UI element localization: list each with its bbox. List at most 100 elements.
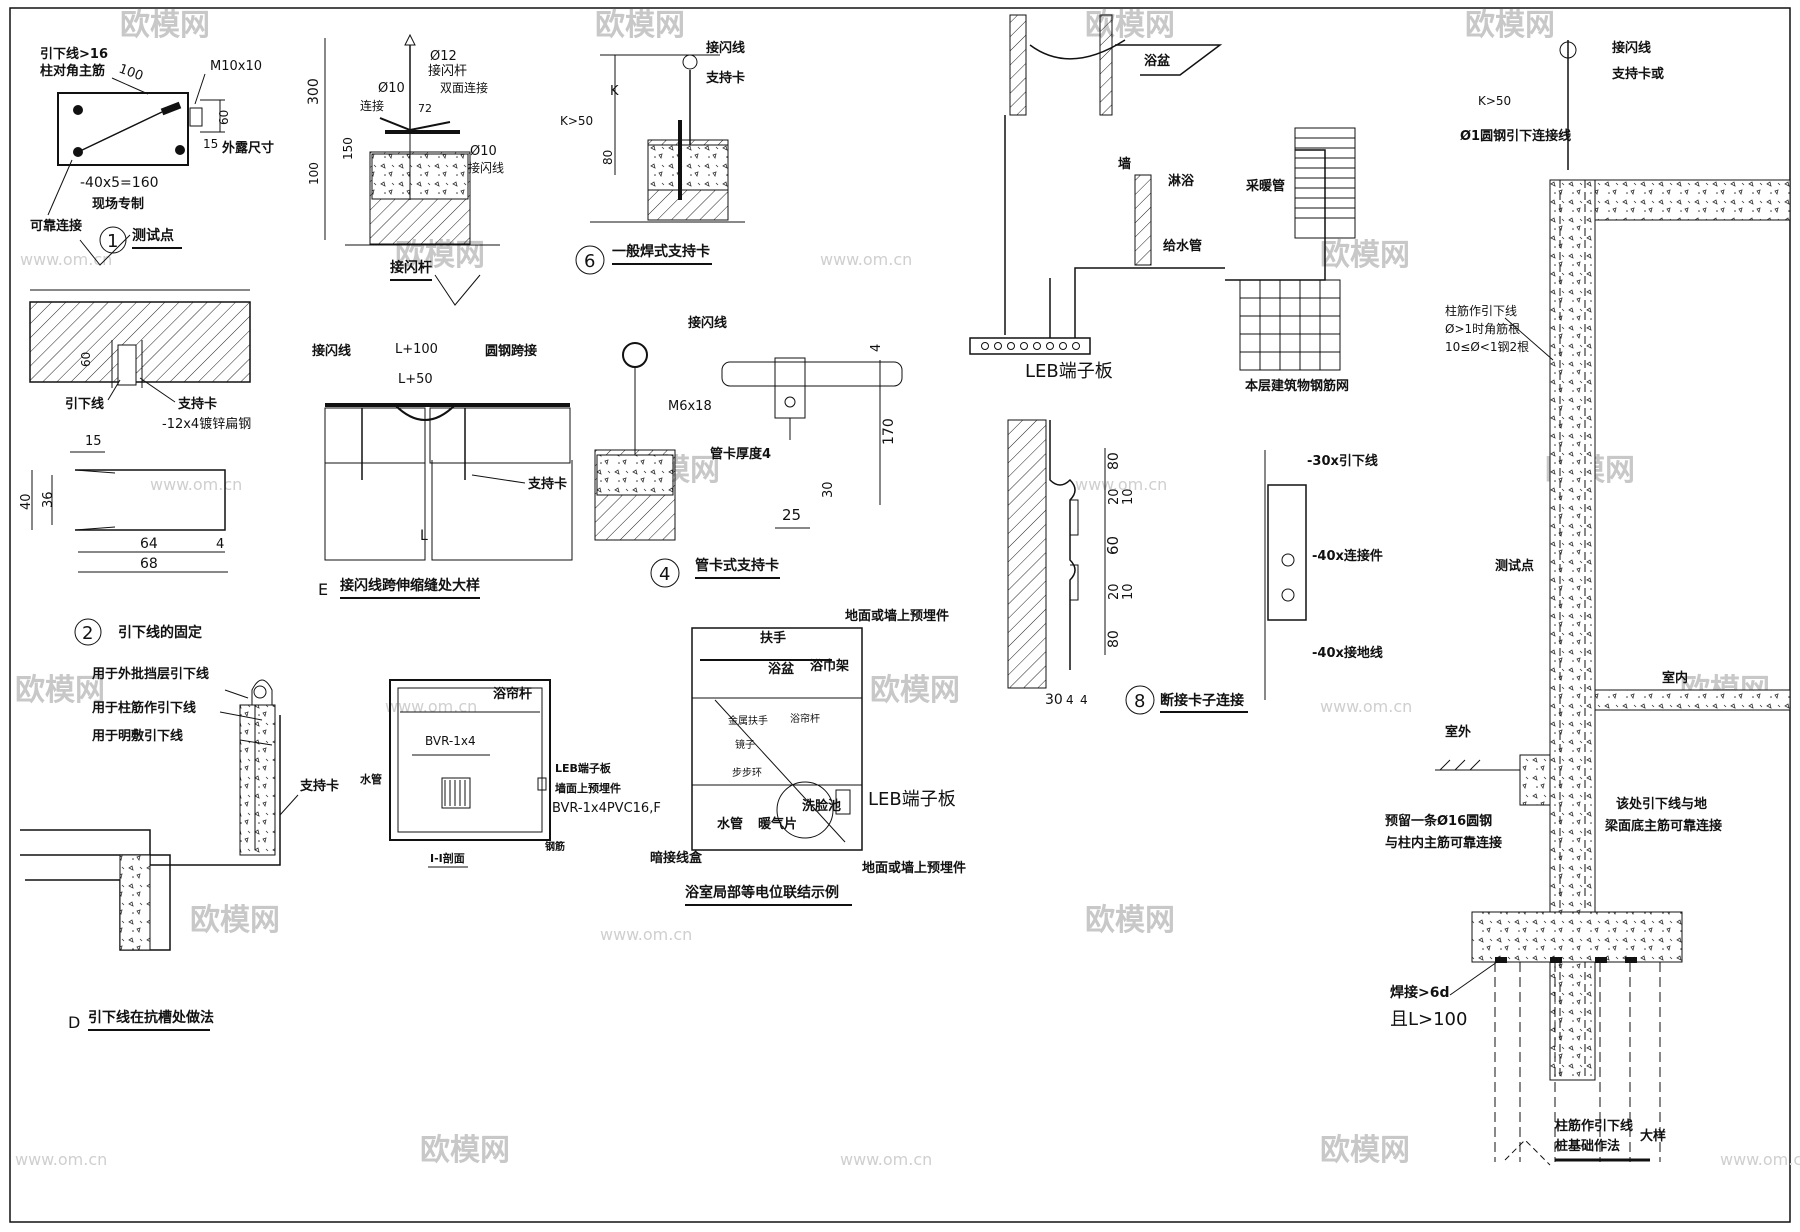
label-phi10b: Ø10 bbox=[470, 144, 497, 159]
dim-64: 64 bbox=[140, 536, 158, 552]
detail-number: 2 bbox=[82, 623, 93, 644]
dim-15: 15 bbox=[203, 137, 218, 151]
watermark-url: www.om.cn bbox=[820, 250, 912, 269]
label-wall: 墙 bbox=[1118, 156, 1131, 172]
label-pipe-thickness: 管卡厚度4 bbox=[710, 446, 771, 462]
label-clip: 支持卡 bbox=[527, 476, 567, 492]
dim-60: 60 bbox=[217, 110, 231, 125]
watermark-url: www.om.cn bbox=[1075, 475, 1167, 494]
detail-title: 测试点 bbox=[132, 227, 174, 244]
detail-column-foundation: 接闪线 支持卡或 K>50 Ø1圆钢引下连接线 柱筋作引下线 Ø>1时角筋根 1… bbox=[1385, 40, 1791, 1166]
detail-leb-overview: 浴盆 墙 淋浴 给水管 采暖管 LEB端子板 本层建筑物钢筋网 bbox=[969, 14, 1356, 394]
watermark: 欧模网 bbox=[1465, 8, 1555, 43]
watermark-url: www.om.cn bbox=[385, 697, 477, 716]
watermark-url: www.om.cn bbox=[1320, 697, 1412, 716]
label-beam-2: 梁面底主筋可靠连接 bbox=[1604, 818, 1722, 834]
dim-k50: K>50 bbox=[1478, 94, 1511, 108]
svg-text:欧模网: 欧模网 bbox=[1085, 903, 1175, 938]
label-detail-1: 柱筋作引下线 bbox=[1555, 1118, 1633, 1134]
label-clip: 支持卡 bbox=[705, 70, 745, 86]
dim-30: 30 bbox=[821, 481, 836, 498]
svg-text:欧模网: 欧模网 bbox=[595, 8, 685, 43]
watermark-url: www.om.cn bbox=[150, 475, 242, 494]
dim-4: 4 bbox=[216, 537, 224, 552]
label-air-term: 接闪线 bbox=[688, 315, 727, 331]
dim-4a: 4 bbox=[1066, 693, 1074, 707]
dim-4b: 4 bbox=[1080, 693, 1088, 707]
detail-letter: D bbox=[68, 1013, 80, 1032]
label-bvr: BVR-1x4 bbox=[425, 734, 476, 748]
detail-pipe-clip: M6x18 接闪线 管卡厚度4 170 4 30 25 4 管卡式支持卡 bbox=[594, 315, 903, 588]
label-flat-bar: -40x5=160 bbox=[80, 175, 159, 191]
label-detail-3: 大样 bbox=[1640, 1128, 1666, 1144]
watermark-url: www.om.cn bbox=[600, 925, 692, 944]
detail-expansion-joint: 接闪线 圆钢跨接 L+100 L+50 支持卡 L E 接闪线跨伸缩缝处大样 bbox=[312, 342, 573, 599]
label-phi12: Ø12 bbox=[430, 49, 457, 64]
label-lead-30: -30x引下线 bbox=[1307, 453, 1378, 469]
label-towel-rack: 浴巾架 bbox=[810, 658, 849, 674]
label-use-2: 用于柱筋作引下线 bbox=[91, 700, 196, 716]
dim-36: 36 bbox=[41, 491, 56, 508]
detail-test-point: 引下线>16 柱对角主筋 100 M10x10 60 15 外露尺寸 -40x5… bbox=[30, 46, 274, 266]
label-leb-board: LEB端子板 bbox=[868, 789, 956, 810]
detail-weld-clip: 接闪线 支持卡 K K>50 80 6 一般焊式支持卡 bbox=[560, 40, 745, 275]
watermark: 欧模网 bbox=[190, 903, 280, 938]
label-test-point: 测试点 bbox=[1495, 558, 1534, 574]
label-air-term: 接闪线 bbox=[1612, 40, 1651, 56]
label-basin: 浴盆 bbox=[1144, 53, 1171, 69]
detail-title: 断接卡子连接 bbox=[1160, 692, 1244, 709]
watermark-url: www.om.cn bbox=[840, 1150, 932, 1169]
detail-number: 1 bbox=[107, 231, 118, 252]
detail-bathroom-bonding: 地面或墙上预埋件 扶手 浴盆 浴巾架 浴帘杆 金属扶手 镜子 步步环 水管 暖气… bbox=[650, 608, 966, 906]
label-weld: 连接 bbox=[360, 98, 384, 113]
label-top-embedded: 地面或墙上预埋件 bbox=[845, 608, 949, 624]
detail-number-circle bbox=[99, 226, 127, 254]
dim-10b: 10 bbox=[1121, 583, 1136, 600]
watermark: 欧模网 bbox=[15, 673, 105, 708]
dim-20: 20 bbox=[1107, 488, 1122, 505]
label-double-weld: 双面连接 bbox=[440, 80, 488, 95]
label-detail-2: 桩基础作法 bbox=[1555, 1138, 1620, 1154]
label-reliable-connection: 可靠连接 bbox=[30, 218, 82, 234]
detail-title: I-I剖面 bbox=[430, 851, 465, 865]
watermark-url: www.om.cn bbox=[1720, 1150, 1800, 1169]
label-curtain-rod: 浴帘杆 bbox=[493, 686, 532, 702]
label-clip: 支持卡 bbox=[177, 396, 217, 412]
watermark-url: www.om.cn bbox=[15, 1150, 107, 1169]
dim-80a: 80 bbox=[1106, 452, 1122, 470]
label-lead-16: 引下线>16 bbox=[40, 46, 108, 62]
label-curtain: 浴帘杆 bbox=[790, 712, 820, 725]
label-bolt: M6x18 bbox=[668, 399, 712, 414]
svg-text:欧模网: 欧模网 bbox=[190, 903, 280, 938]
dim-150: 150 bbox=[341, 137, 355, 160]
label-ground-40: -40x接地线 bbox=[1312, 645, 1383, 661]
label-metal-rail: 金属扶手 bbox=[728, 714, 768, 727]
detail-title: 浴室局部等电位联结示例 bbox=[685, 884, 839, 901]
label-weld-l100: 且L>100 bbox=[1390, 1009, 1467, 1030]
detail-number: 8 bbox=[1134, 691, 1145, 712]
dim-60: 60 bbox=[79, 352, 93, 367]
watermark: 欧模网 bbox=[1320, 1133, 1410, 1168]
detail-number: 4 bbox=[659, 564, 670, 585]
detail-title: 接闪线跨伸缩缝处大样 bbox=[340, 577, 480, 594]
label-leb-board: LEB端子板 bbox=[1025, 361, 1113, 382]
label-wall-embedded: 墙面上预埋件 bbox=[555, 781, 621, 795]
label-air-term: 接闪线 bbox=[312, 343, 351, 359]
dim-15: 15 bbox=[85, 434, 102, 449]
label-reserve-bar: 预留一条Ø16圆钢 bbox=[1385, 813, 1492, 829]
label-rebar: 钢筋 bbox=[545, 840, 565, 853]
label-indoor: 室内 bbox=[1662, 670, 1688, 686]
detail-gutter-lead: 用于外批挡层引下线 用于柱筋作引下线 用于明敷引下线 支持卡 D 引下线在抗槽处… bbox=[20, 666, 339, 1032]
label-beam-1: 该处引下线与地 bbox=[1616, 796, 1707, 812]
svg-text:欧模网: 欧模网 bbox=[1320, 1133, 1410, 1168]
detail-section-ii: 浴帘杆 BVR-1x4 水管 LEB端子板 墙面上预埋件 BVR-1x4PVC1… bbox=[360, 679, 661, 868]
label-heater: 暖气片 bbox=[758, 816, 797, 832]
dim-l50: L+50 bbox=[398, 372, 433, 387]
dim-30: 30 bbox=[1045, 692, 1063, 708]
label-junction-box: 暗接线盒 bbox=[650, 850, 703, 866]
detail-air-rod: 300 150 100 Ø12 接闪杆 Ø10 双面连接 连接 72 Ø10 接… bbox=[306, 33, 504, 306]
label-field-made: 现场专制 bbox=[92, 196, 144, 212]
dim-80c: 80 bbox=[1106, 630, 1122, 648]
dim-170: 170 bbox=[881, 418, 897, 445]
